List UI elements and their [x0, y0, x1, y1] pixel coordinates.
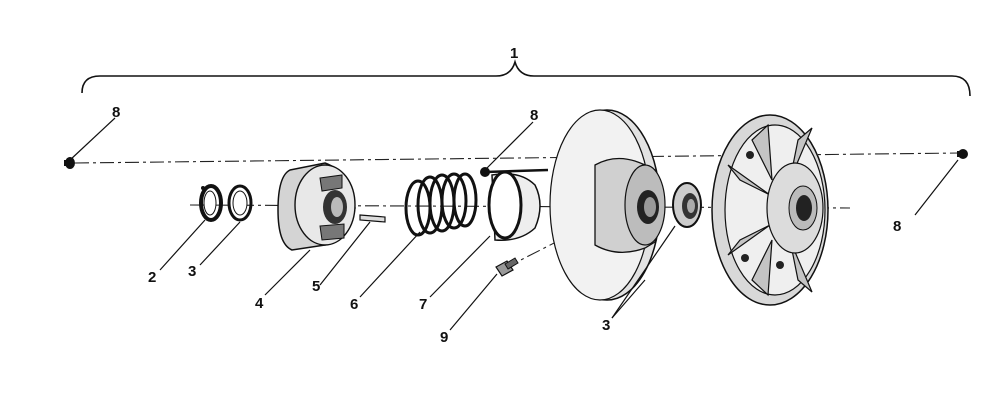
callout-2: 2	[148, 269, 156, 286]
bolt-right	[957, 149, 968, 159]
callout-7: 7	[419, 296, 427, 313]
callout-8-right: 8	[893, 218, 901, 235]
washer-left	[227, 184, 253, 222]
bolt-axis	[74, 152, 961, 164]
spring	[404, 172, 478, 237]
leader-lines	[69, 117, 959, 331]
callout-4: 4	[255, 295, 264, 312]
fixed-sheave	[549, 109, 666, 301]
assembly-brace	[81, 59, 971, 97]
callout-3-right: 3	[602, 317, 610, 334]
callout-6: 6	[350, 296, 358, 313]
callout-8-left: 8	[112, 104, 120, 121]
bolt-left	[64, 157, 75, 169]
spring-cup	[487, 170, 541, 241]
callout-3-left: 3	[188, 263, 196, 280]
bolt-center	[480, 167, 549, 177]
callout-8-center: 8	[530, 107, 538, 124]
movable-sheave	[711, 114, 829, 306]
spider	[277, 162, 356, 251]
callout-1: 1	[510, 45, 518, 62]
callout-5: 5	[312, 278, 320, 295]
snap-ring	[199, 184, 223, 222]
roller-pin	[359, 214, 386, 223]
callout-9: 9	[440, 329, 448, 346]
small-bolt	[495, 257, 519, 277]
bushing	[672, 182, 702, 228]
